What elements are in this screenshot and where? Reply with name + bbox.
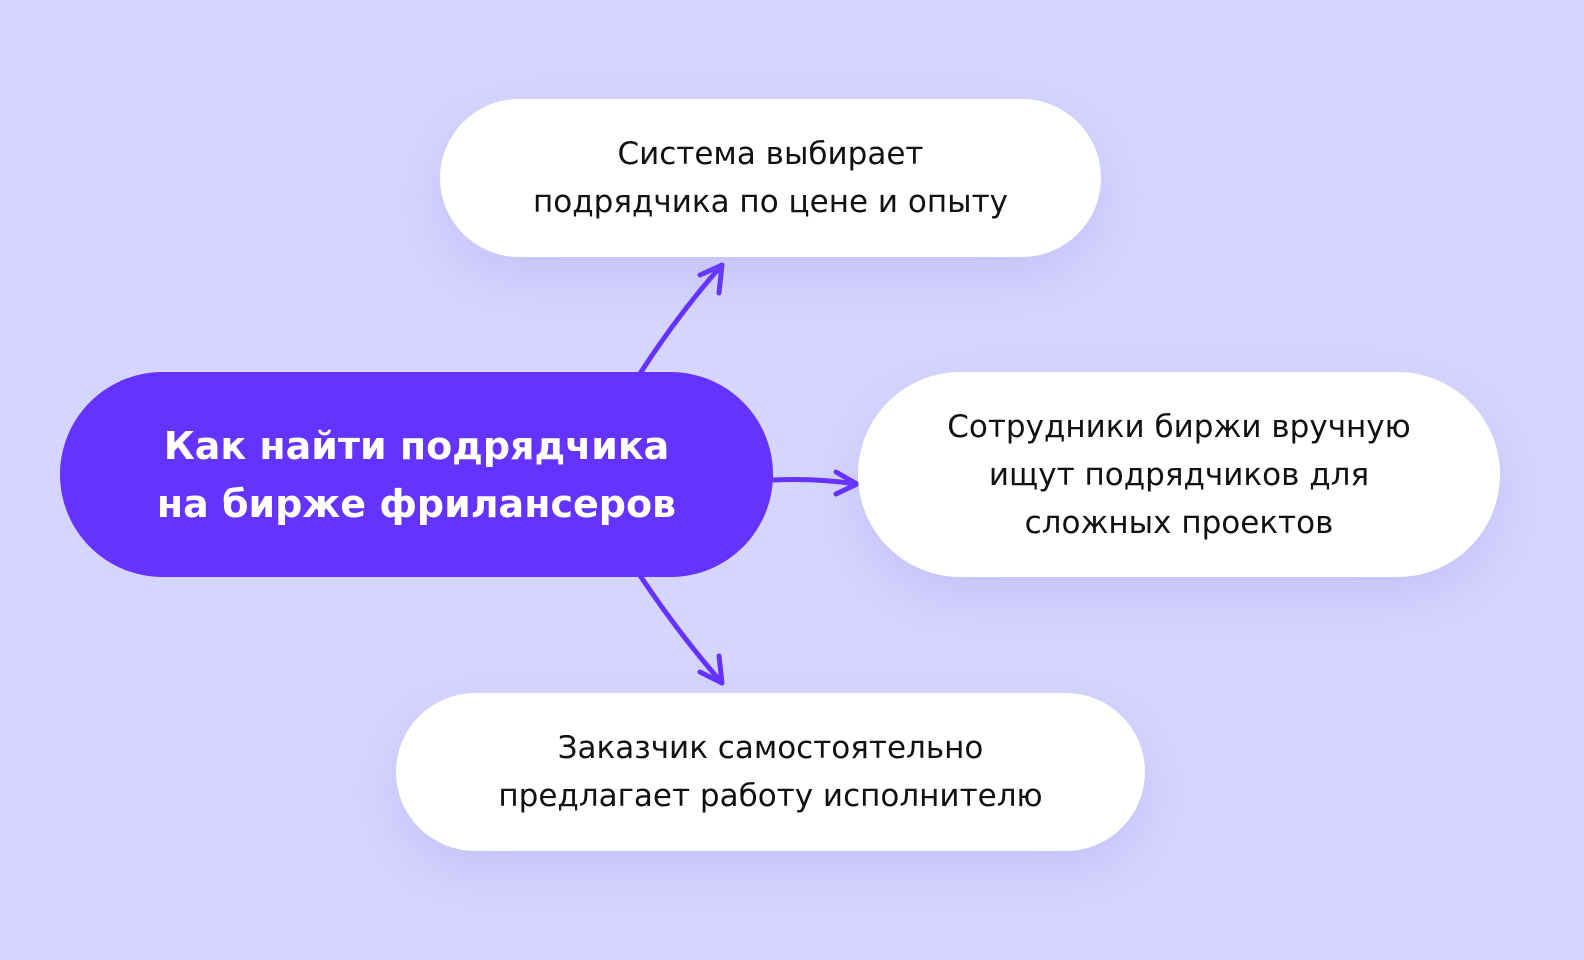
option-text: Сотрудники биржи вручную ищут подрядчико…	[947, 408, 1411, 541]
arrow-to-bottom	[638, 574, 725, 686]
arrow-to-top	[638, 262, 725, 375]
central-topic-node: Как найти подрядчика на бирже фрилансеро…	[60, 372, 773, 577]
option-node-system-selects: Система выбирает подрядчика по цене и оп…	[440, 99, 1101, 257]
option-text: Заказчик самостоятельно предлагает работ…	[498, 730, 1043, 814]
option-node-staff-search: Сотрудники биржи вручную ищут подрядчико…	[858, 372, 1500, 577]
arrow-to-right	[770, 469, 860, 497]
option-node-client-offers: Заказчик самостоятельно предлагает работ…	[396, 693, 1145, 851]
central-topic-text: Как найти подрядчика на бирже фрилансеро…	[156, 423, 677, 526]
option-text: Система выбирает подрядчика по цене и оп…	[532, 136, 1009, 220]
